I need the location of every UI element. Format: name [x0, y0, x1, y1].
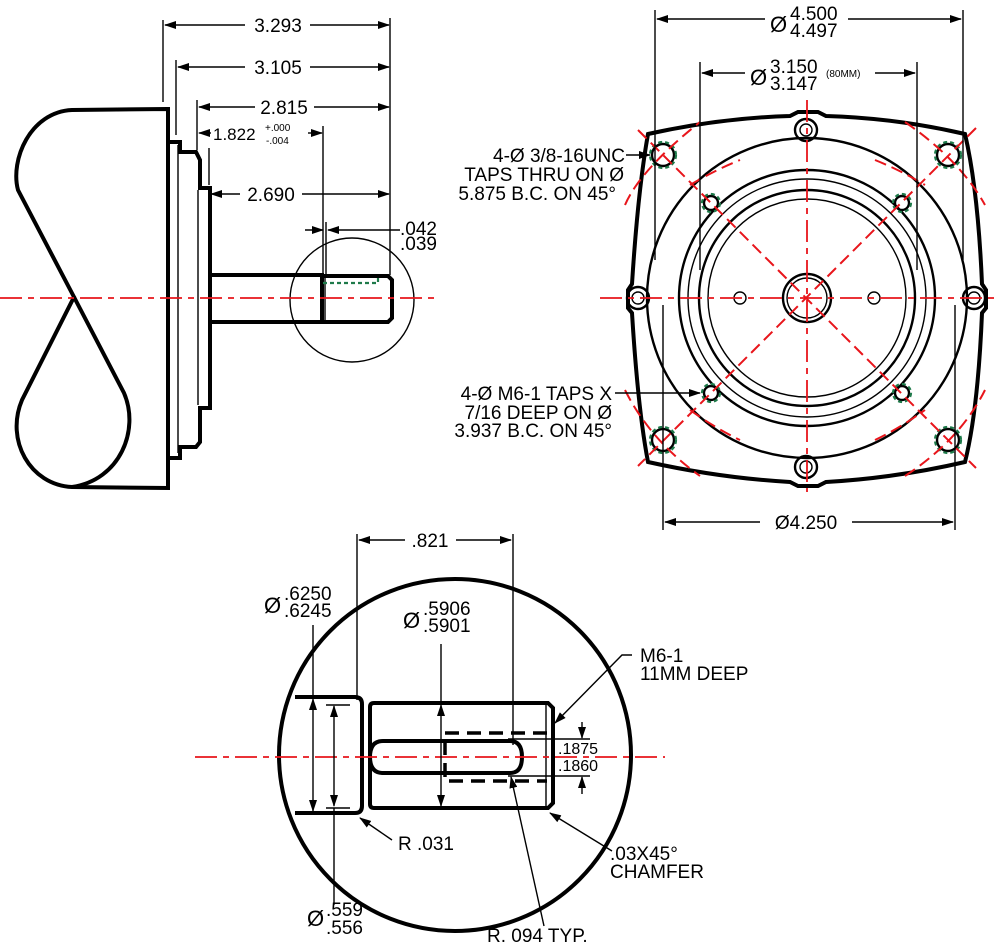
dim-outer-dia-min: 4.497 — [790, 21, 838, 42]
svg-text:4-Ø M6-1 TAPS X: 4-Ø M6-1 TAPS X — [461, 384, 613, 405]
dim-to-flange: 2.690 — [247, 185, 295, 206]
dim-pilot-tol-plus: +.000 — [265, 123, 291, 134]
key-radius-note: R. 094 TYP. — [487, 926, 588, 946]
chamfer-note: .03X45° CHAMFER — [610, 844, 704, 883]
dim-pilot-dia-max: 3.150 — [770, 57, 818, 78]
shaft — [210, 273, 324, 324]
dim-shaft-dia-symbol: Ø — [264, 593, 281, 618]
detail-boundary — [277, 577, 633, 933]
dim-pilot-dia-symbol: Ø — [750, 65, 767, 90]
svg-text:11MM DEEP: 11MM DEEP — [640, 664, 748, 685]
dim-pilot-dia-note: (80MM) — [826, 69, 860, 80]
dim-bolt-square: Ø4.250 — [775, 513, 837, 534]
dim-groove-bot: .039 — [400, 234, 437, 255]
fillet-note: R .031 — [398, 834, 454, 855]
svg-text:TAPS THRU ON Ø: TAPS THRU ON Ø — [464, 165, 624, 186]
dim-groove-top: .042 — [400, 219, 437, 240]
unc-tap-note: 4-Ø 3/8-16UNC TAPS THRU ON Ø 5.875 B.C. … — [458, 146, 625, 205]
dim-neck-dia-min: .556 — [326, 918, 363, 939]
dim-overall: 3.293 — [254, 16, 302, 37]
dim-to-step2: 2.815 — [260, 98, 308, 119]
detail-view: .821 Ø .6250 .6245 Ø .5906 .5901 .1875 .… — [195, 531, 748, 946]
m6-tap-note: 4-Ø M6-1 TAPS X 7/16 DEEP ON Ø 3.937 B.C… — [454, 384, 612, 442]
dim-neck-dia-symbol: Ø — [307, 906, 324, 931]
svg-text:7/16 DEEP ON Ø: 7/16 DEEP ON Ø — [465, 403, 613, 424]
motor-body-outline — [14, 107, 170, 491]
dim-to-step1: 3.105 — [254, 58, 302, 79]
dim-outer-dia-max: 4.500 — [790, 4, 838, 25]
svg-text:.03X45°: .03X45° — [610, 844, 678, 865]
dim-pilot-dia-min: 3.147 — [770, 74, 818, 95]
dim-shaft-dia-max: .6250 — [284, 584, 332, 605]
dim-key-len: .821 — [412, 531, 449, 552]
dim-relief-dia-max: .5906 — [423, 599, 471, 620]
dim-key-w-max: .1875 — [558, 741, 598, 758]
dim-key-w-min: .1860 — [558, 758, 598, 775]
svg-text:5.875 B.C. ON 45°: 5.875 B.C. ON 45° — [458, 184, 616, 205]
svg-text:3.937 B.C. ON 45°: 3.937 B.C. ON 45° — [454, 421, 612, 442]
detail-circle — [289, 237, 415, 363]
side-view: 3.293 3.105 2.815 1.822 +.000 -.004 2.69… — [0, 16, 440, 491]
dim-outer-dia-symbol: Ø — [770, 12, 787, 37]
tap-note: M6-1 11MM DEEP — [640, 646, 748, 685]
dim-relief-dia-min: .5901 — [423, 616, 471, 637]
dim-pilot-tol-minus: -.004 — [266, 136, 289, 147]
svg-text:M6-1: M6-1 — [640, 646, 683, 667]
dim-pilot-len: 1.822 — [213, 125, 256, 144]
housing-outline — [626, 110, 988, 488]
front-view: Ø 4.500 4.497 Ø 3.150 3.147 (80MM) Ø4.25… — [454, 4, 1000, 534]
dim-shaft-dia-min: .6245 — [284, 601, 332, 622]
svg-text:4-Ø 3/8-16UNC: 4-Ø 3/8-16UNC — [493, 146, 625, 167]
m6-tap-holes — [700, 192, 913, 404]
svg-text:CHAMFER: CHAMFER — [610, 862, 704, 883]
dim-neck-dia-max: .559 — [326, 900, 363, 921]
dim-relief-dia-symbol: Ø — [403, 608, 420, 633]
